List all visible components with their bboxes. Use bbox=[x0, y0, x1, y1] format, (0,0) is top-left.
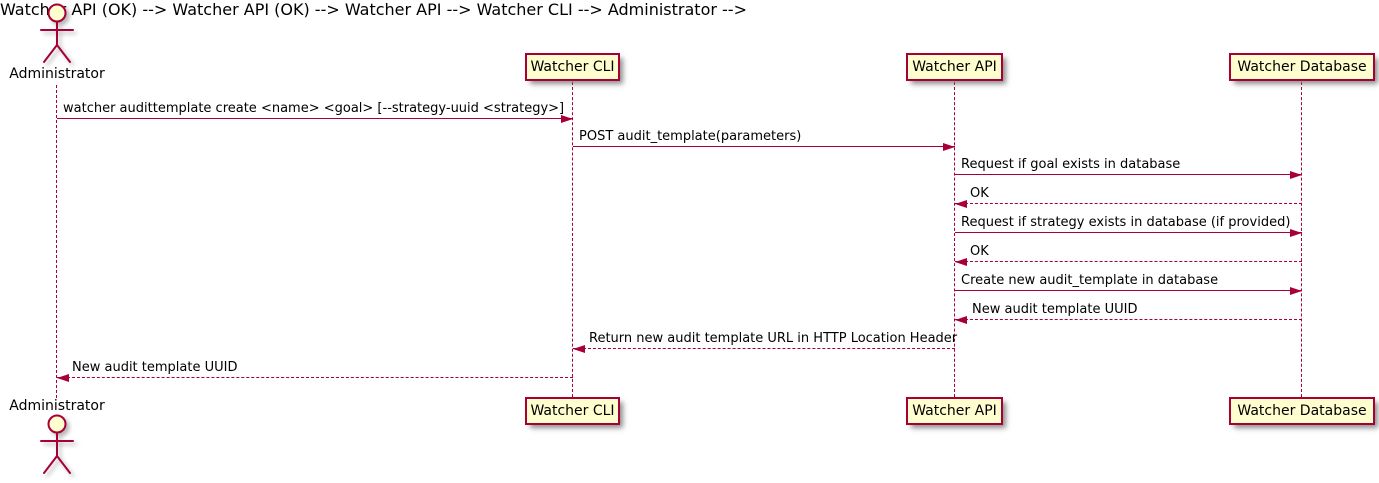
administrator-label-top: Administrator bbox=[9, 66, 105, 82]
message-6-label: OK bbox=[970, 244, 989, 259]
message-3-label: Request if goal exists in database bbox=[961, 157, 1181, 172]
lifeline-watcher-database bbox=[1301, 82, 1302, 397]
participant-watcher-database-bottom: Watcher Database bbox=[1229, 397, 1375, 425]
participant-watcher-cli-bottom: Watcher CLI bbox=[525, 397, 620, 425]
message-9-label: Return new audit template URL in HTTP Lo… bbox=[589, 331, 958, 346]
lifeline-watcher-api bbox=[954, 82, 955, 397]
message-9-arrow bbox=[573, 344, 955, 353]
message-10-arrow bbox=[57, 373, 573, 382]
message-4-label: OK bbox=[970, 186, 989, 201]
message-1-label: watcher audittemplate create <name> <goa… bbox=[63, 101, 565, 116]
participant-watcher-cli-top: Watcher CLI bbox=[525, 53, 620, 81]
message-6-arrow bbox=[955, 257, 1302, 266]
lifeline-watcher-cli bbox=[572, 82, 573, 397]
administrator-actor-icon-bottom bbox=[40, 414, 74, 474]
message-8-label: New audit template UUID bbox=[972, 302, 1138, 317]
administrator-actor-icon-top bbox=[40, 3, 74, 63]
message-5-arrow bbox=[955, 228, 1302, 237]
participant-watcher-api-top: Watcher API bbox=[906, 53, 1003, 81]
message-2-arrow bbox=[573, 142, 955, 151]
participant-watcher-database-top: Watcher Database bbox=[1229, 53, 1375, 81]
message-10-label: New audit template UUID bbox=[72, 360, 238, 375]
participant-watcher-api-bottom: Watcher API bbox=[906, 397, 1003, 425]
message-4-arrow bbox=[955, 199, 1302, 208]
message-1-arrow bbox=[57, 114, 573, 123]
message-3-arrow bbox=[955, 170, 1302, 179]
message-5-label: Request if strategy exists in database (… bbox=[961, 215, 1291, 230]
message-2-label: POST audit_template(parameters) bbox=[579, 129, 802, 144]
administrator-label-bottom: Administrator bbox=[9, 398, 105, 414]
message-7-label: Create new audit_template in database bbox=[961, 273, 1219, 288]
message-8-arrow bbox=[955, 315, 1302, 324]
lifeline-administrator bbox=[56, 85, 57, 398]
message-7-arrow bbox=[955, 286, 1302, 295]
